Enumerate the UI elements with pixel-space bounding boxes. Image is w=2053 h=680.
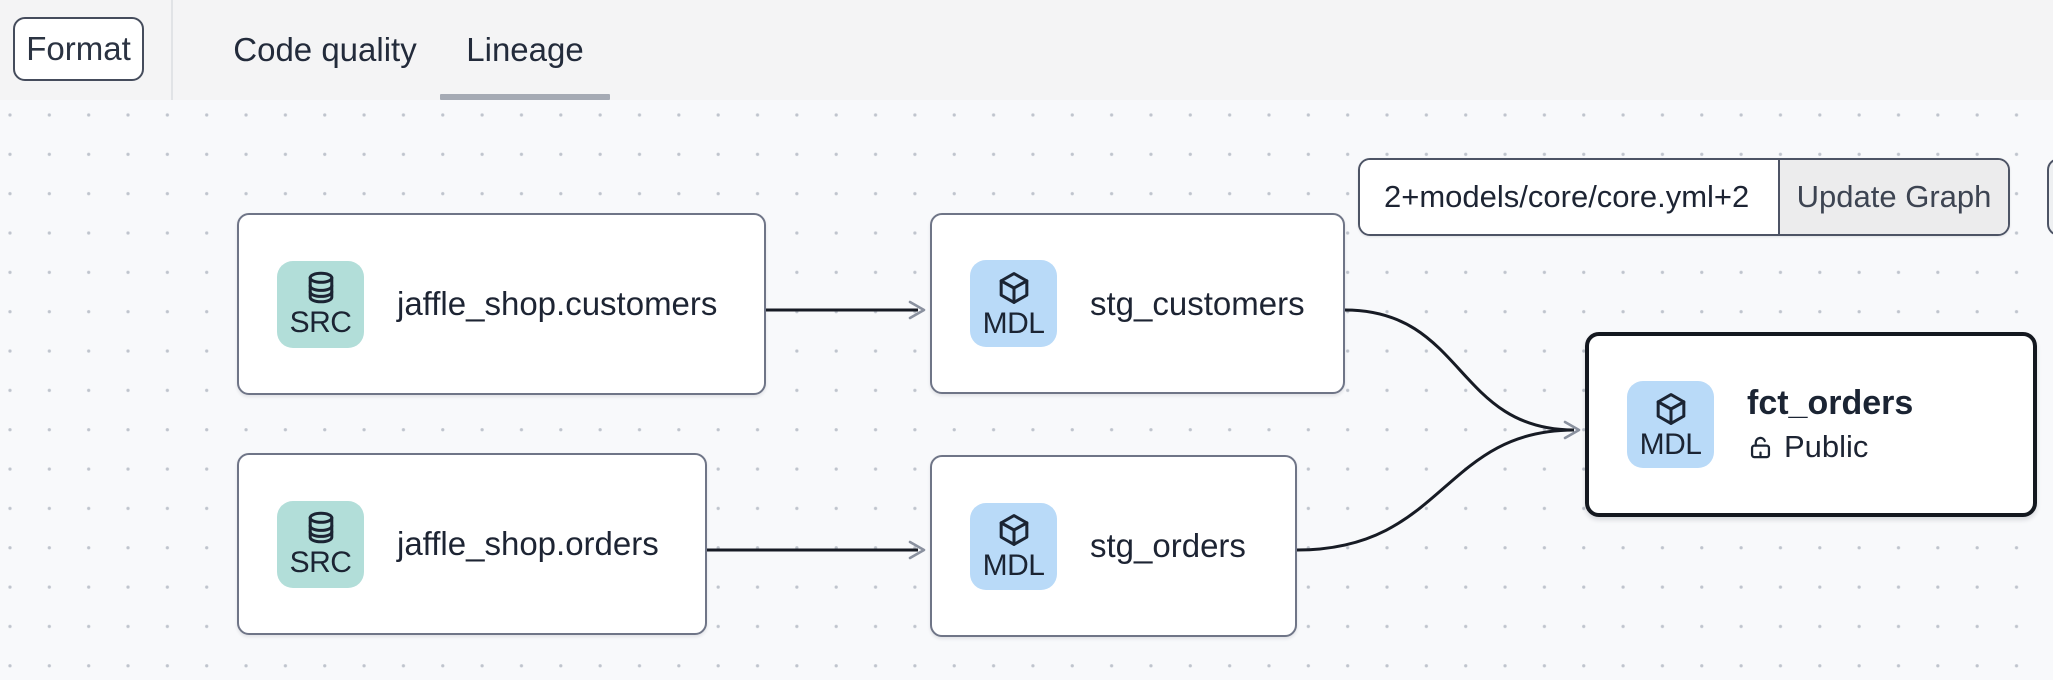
unlock-icon [1750,436,1771,458]
badge-label: SRC [289,306,352,339]
arrowhead-icon [1563,420,1581,440]
cube-icon [999,271,1028,304]
badge-label: MDL [1639,427,1702,461]
node-label: jaffle_shop.orders [397,525,659,562]
node-stg-orders[interactable]: MDL stg_orders [930,455,1297,637]
selector-input[interactable] [1360,160,1778,234]
model-badge: MDL [970,260,1057,347]
lineage-canvas[interactable]: SRC jaffle_shop.customers SRC jaffle_sho… [0,100,2053,680]
topbar-divider [171,0,173,100]
arrowhead-icon [908,300,926,320]
arrowhead-icon [908,540,926,560]
edge-stgcustomers-to-fct [1344,308,1575,432]
tab-code-quality-label: Code quality [233,31,417,68]
edge-stgorders-to-fct [1296,428,1575,552]
database-icon [308,511,333,544]
model-badge: MDL [970,502,1057,590]
node-label: stg_orders [1090,527,1246,564]
badge-label: MDL [982,306,1045,340]
database-icon [308,271,333,304]
node-body: fct_orders Public [1747,384,1913,465]
update-graph-button[interactable]: Update Graph [1778,160,2008,234]
active-tab-indicator [440,94,610,100]
cube-icon [1656,392,1685,425]
node-source-orders[interactable]: SRC jaffle_shop.orders [237,453,707,635]
node-fct-orders[interactable]: MDL fct_orders Public [1585,332,2037,517]
format-button[interactable]: Format [13,17,144,81]
access-row: Public [1747,429,1913,465]
node-source-customers[interactable]: SRC jaffle_shop.customers [237,213,766,395]
tab-lineage-label: Lineage [466,31,584,68]
node-label: stg_customers [1090,284,1305,322]
topbar: Format Code quality Lineage [0,0,2053,100]
source-badge: SRC [277,500,364,588]
selector-toolbar: Update Graph [1358,158,2010,236]
model-badge: MDL [1627,381,1714,468]
tab-code-quality[interactable]: Code quality [225,0,425,100]
node-label: jaffle_shop.customers [397,285,718,322]
node-stg-customers[interactable]: MDL stg_customers [930,213,1345,394]
tab-lineage[interactable]: Lineage [440,0,610,100]
source-badge: SRC [277,260,364,348]
cube-icon [999,514,1028,546]
node-label: fct_orders [1747,384,1914,422]
badge-label: SRC [289,546,352,579]
clipped-toolbar-button[interactable] [2047,158,2053,236]
badge-label: MDL [982,549,1045,582]
access-label: Public [1784,429,1869,464]
